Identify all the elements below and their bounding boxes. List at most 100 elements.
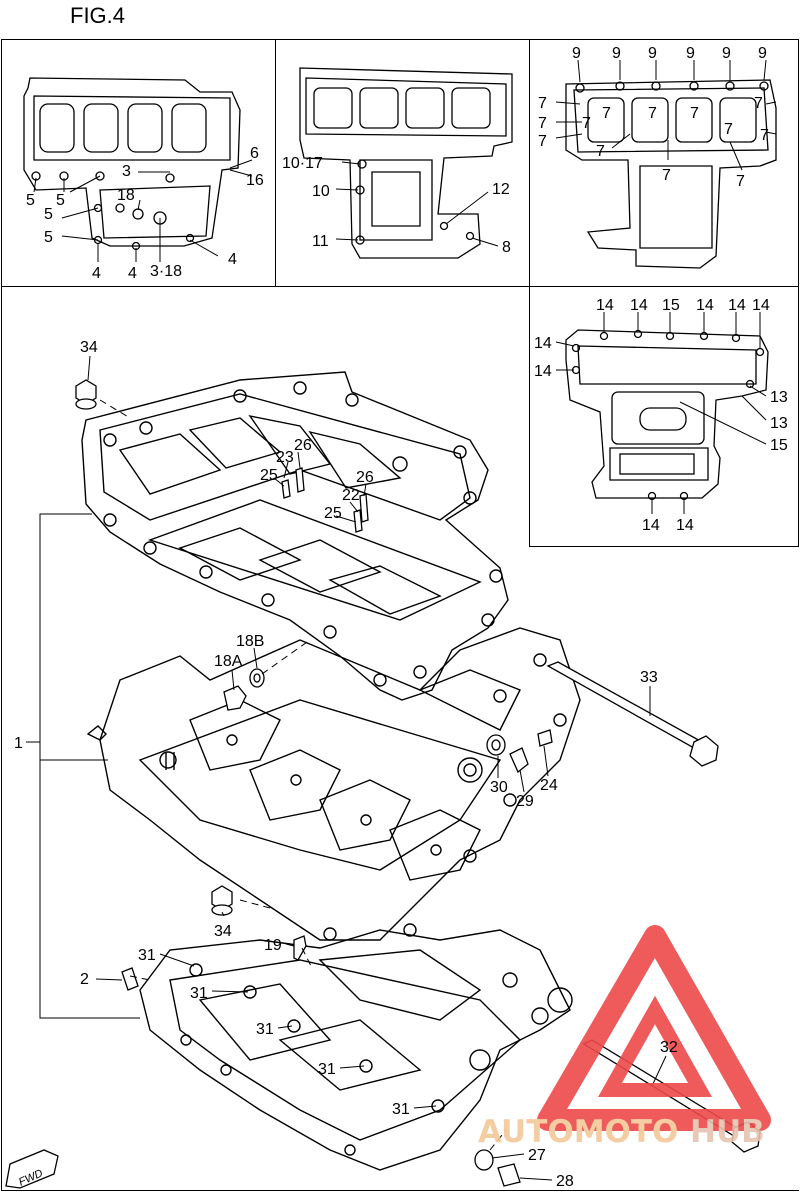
upper-crankcase: [81, 371, 509, 701]
lower-case-view: [565, 329, 769, 501]
inset1-leader-lines: [33, 159, 253, 262]
callout-main-13: 29: [516, 793, 534, 810]
callout-p4-3: 14: [696, 297, 714, 314]
callout-p2-0: 10·17: [282, 155, 323, 172]
callout-p3-13: 7: [724, 121, 733, 138]
callout-p3-9: 7: [690, 105, 699, 122]
callout-p1-11: 4: [228, 251, 237, 268]
callout-main-19: 31: [256, 1021, 274, 1038]
callout-p4-8: 13: [770, 389, 788, 406]
callout-p1-7: 5: [44, 229, 53, 246]
small-parts: [75, 379, 553, 1187]
callout-p4-9: 13: [770, 415, 788, 432]
callout-main-12: 24: [540, 777, 558, 794]
bolts-26-22: [281, 467, 369, 533]
callout-main-3: 25: [260, 467, 278, 484]
callout-main-11: 30: [490, 779, 508, 796]
callout-p2-1: 10: [312, 183, 330, 200]
callout-p1-1: 16: [246, 172, 264, 189]
callout-p3-11: 7: [538, 115, 547, 132]
callout-main-20: 31: [318, 1061, 336, 1078]
bolt-18a: [223, 685, 247, 711]
callout-p3-6: 7: [538, 95, 547, 112]
callout-main-14: 34: [214, 923, 232, 940]
plug-28: [497, 1163, 521, 1187]
callout-main-6: 25: [324, 505, 342, 522]
watermark-text-automoto: AUTOMOTO: [478, 1114, 678, 1150]
callout-main-1: 26: [294, 437, 312, 454]
callout-p4-10: 15: [770, 437, 788, 454]
callout-p3-3: 9: [686, 45, 695, 62]
callout-p1-8: 4: [92, 265, 101, 282]
callout-p4-1: 14: [630, 297, 648, 314]
callout-p4-7: 14: [534, 363, 552, 380]
callout-main-9: 1: [14, 735, 23, 752]
callout-p4-0: 14: [596, 297, 614, 314]
ring-27: [474, 1149, 494, 1171]
automotohub-watermark: AUTOMOTO HUB: [478, 925, 771, 1150]
callout-main-23: 27: [528, 1147, 546, 1164]
callout-p3-2: 9: [648, 45, 657, 62]
callout-p3-1: 9: [612, 45, 621, 62]
callout-main-10: 33: [640, 669, 658, 686]
crankcase-side-view: [299, 67, 513, 259]
callout-main-16: 31: [138, 947, 156, 964]
callout-p3-15: 7: [538, 133, 547, 150]
callout-main-2: 23: [276, 449, 294, 466]
lower-crankcase: [139, 929, 573, 1171]
callout-p1-0: 6: [250, 145, 259, 162]
callout-p3-17: 7: [662, 167, 671, 184]
callout-p4-4: 14: [728, 297, 746, 314]
figure-title: FIG.4: [70, 3, 126, 28]
inset3-leader-lines: [555, 59, 777, 171]
callout-p1-6: 5: [44, 206, 53, 223]
callout-p3-12: 7: [582, 115, 591, 132]
callout-p1-9: 4: [128, 265, 137, 282]
callout-main-8: 18A: [214, 653, 243, 670]
callout-p2-3: 12: [492, 181, 510, 198]
callout-main-4: 26: [356, 469, 374, 486]
main-leader-lines: [87, 355, 667, 1181]
callout-p3-7: 7: [602, 105, 611, 122]
inset4-leader-lines: [555, 312, 767, 514]
nut-34-top: [75, 379, 97, 405]
bracket-part-1: [26, 513, 140, 1019]
callout-p2-2: 11: [312, 233, 329, 250]
callout-p1-5: 5: [56, 192, 65, 209]
callout-main-0: 34: [80, 339, 98, 356]
dowel-2: [121, 967, 139, 991]
stud-19: [293, 935, 307, 961]
callout-p1-2: 3: [122, 163, 131, 180]
callout-p1-4: 5: [26, 192, 35, 209]
callout-main-24: 28: [556, 1173, 574, 1190]
stud-bolts-view: [565, 79, 777, 269]
callout-p3-18: 7: [736, 173, 745, 190]
callout-main-7: 18B: [236, 633, 264, 650]
long-bolt-33: [546, 661, 719, 767]
callout-main-22: 32: [660, 1039, 678, 1056]
callout-p3-14: 7: [760, 127, 769, 144]
callout-main-17: 2: [80, 971, 89, 988]
callout-p3-5: 9: [758, 45, 767, 62]
upper-crankcase-top-view: [23, 77, 241, 251]
alignment-lines: [99, 399, 507, 1151]
callout-p4-6: 14: [534, 335, 552, 352]
callout-main-15: 19: [264, 937, 282, 954]
callout-p4-11: 14: [642, 517, 660, 534]
callout-p3-4: 9: [722, 45, 731, 62]
callout-p1-10: 3·18: [150, 263, 182, 280]
fwd-badge: FWD: [5, 1149, 59, 1189]
callout-p3-8: 7: [648, 105, 657, 122]
callout-main-21: 31: [392, 1101, 410, 1118]
callout-p3-16: 7: [596, 143, 605, 160]
inset2-leader-lines: [335, 161, 499, 247]
plug-29: [509, 747, 529, 774]
callout-p3-10: 7: [754, 95, 763, 112]
nut-34-lower: [211, 885, 233, 911]
callout-p1-3: 18: [117, 187, 135, 204]
main-frame: [1, 286, 799, 1191]
watermark-text-hub: HUB: [690, 1114, 765, 1150]
callout-p4-2: 15: [662, 297, 680, 314]
